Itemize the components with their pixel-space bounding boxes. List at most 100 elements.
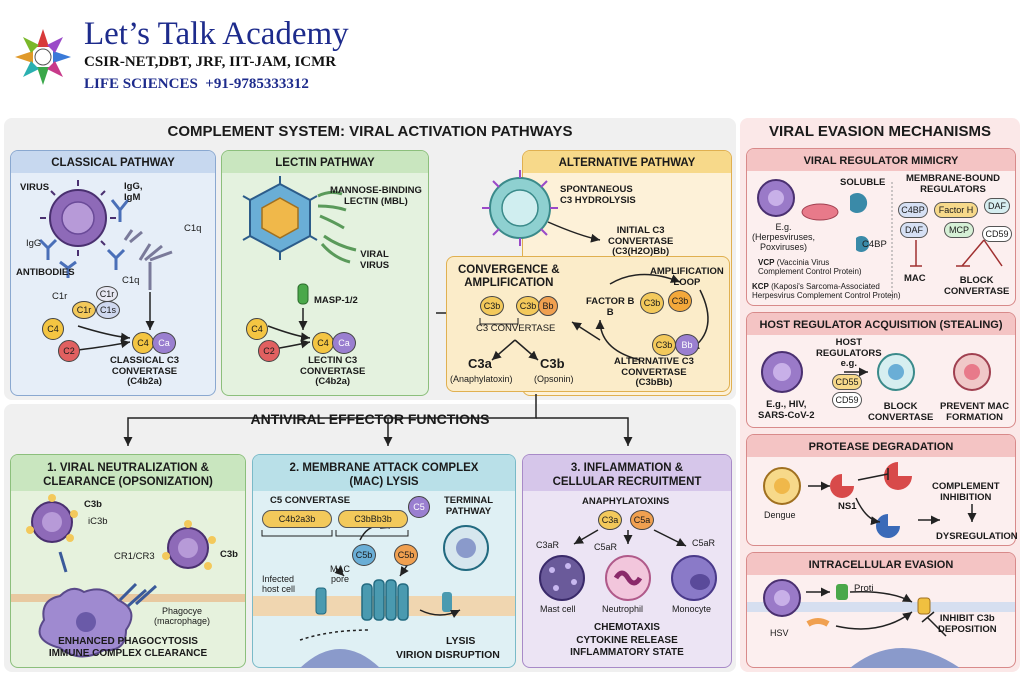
c4bp-label: C4BP <box>862 239 887 250</box>
igg-igm-label: IgG, IgM <box>124 181 143 203</box>
neutrophil-label: Neutrophil <box>602 604 644 614</box>
main-title: COMPLEMENT SYSTEM: VIRAL ACTIVATION PATH… <box>167 123 573 140</box>
inflammation-footer: CHEMOTAXIS CYTOKINE RELEASE INFLAMMATORY… <box>570 622 684 658</box>
neutrophil-icon <box>605 555 651 601</box>
initial-conv-label: INITIAL C3 CONVERTASE (C3(H2O)Bb) <box>608 225 674 257</box>
c4-chip: C4 <box>42 318 64 340</box>
conv-bb-chip: Bb <box>538 296 558 316</box>
terminal-virus-icon <box>443 525 489 571</box>
vcp-text: VCP (Vaccinia Virus Complement Control P… <box>758 258 862 276</box>
mac-label: MAC <box>904 273 926 284</box>
c3b-label-right: C3b <box>220 549 238 560</box>
c3b-sub: (Opsonin) <box>534 374 574 384</box>
c1q-label: C1q <box>184 223 202 234</box>
mast-cell-icon <box>539 555 585 601</box>
spont-label: SPONTANEOUS C3 HYDROLYSIS <box>560 184 636 206</box>
host-reg-label: HOST REGULATORS e.g. <box>816 337 882 369</box>
hiv-label: E.g., HIV, SARS-CoV-2 <box>758 399 815 421</box>
virus-icon <box>40 180 116 256</box>
virus-with-regulators-icon <box>877 353 915 391</box>
c2a-chip: Ca <box>152 332 176 354</box>
c1r-chip: C1r <box>96 286 118 302</box>
prevent-label: PREVENT MAC FORMATION <box>940 401 1010 423</box>
mac-pore-icon <box>361 579 409 621</box>
c3a-sub: (Anaphylatoxin) <box>450 374 513 384</box>
convergence-title: CONVERGENCE & AMPLIFICATION <box>458 264 560 289</box>
virus-icon-2 <box>26 494 78 543</box>
neutralization-footer: ENHANCED PHAGOCYTOSIS IMMUNE COMPLEX CLE… <box>48 636 208 659</box>
protease-red-icon <box>884 462 912 490</box>
classical-header <box>11 151 215 173</box>
c5b-chip: C5b <box>352 544 376 566</box>
alt-c3b-chip-2: C3b <box>668 290 692 312</box>
c1q-label-2: C1q <box>122 275 140 286</box>
intracellular-title: INTRACELLULAR EVASION <box>808 559 954 571</box>
kcp-desc: (Kaposi's Sarcoma-Associated Herpesvirus… <box>752 282 901 300</box>
block-label: BLOCK CONVERTASE <box>944 275 1010 297</box>
intracellular-header <box>747 553 1015 575</box>
membrane-label: MEMBRANE-BOUND REGULATORS <box>906 173 1000 195</box>
c5a-chip: C5a <box>630 510 654 530</box>
c4bp-chip: C4BP <box>898 202 928 218</box>
acquisition-header <box>747 313 1015 335</box>
virus-icon-3 <box>162 520 216 570</box>
kcp-abbr: KCP <box>752 282 769 291</box>
conv-c3b-chip-2: C3b <box>516 296 540 316</box>
alt-bb-chip: Bb <box>675 334 699 356</box>
lectin-c2-chip: C2 <box>258 340 280 362</box>
terminal-label: TERMINAL PATHWAY <box>444 495 494 517</box>
cr-label: CR1/CR3 <box>114 551 155 562</box>
c1r-chip-2: C1r <box>72 301 96 319</box>
alt-convertase: ALTERNATIVE C3 CONVERTASE (C3bBb) <box>614 356 694 388</box>
masp-icon <box>297 283 309 305</box>
antibodies-label: ANTIBODIES <box>16 267 75 278</box>
mcp-chip: MCP <box>944 222 974 238</box>
cd59-chip: CD59 <box>982 226 1012 242</box>
lysis-label: LYSIS <box>446 635 476 647</box>
c3-convertase-label: C3 CONVERTASE <box>476 323 556 334</box>
protease-title: PROTEASE DEGRADATION <box>808 441 954 453</box>
c3b-label-left: C3b <box>84 499 102 510</box>
ic3b-label: iC3b <box>88 516 108 527</box>
inhibit-c3b-label: INHIBIT C3b DEPOSITION <box>938 613 997 635</box>
evasion-title: VIRAL EVASION MECHANISMS <box>769 123 991 140</box>
alt-virus-icon <box>482 170 558 246</box>
c5-conv-label: C5 CONVERTASE <box>270 495 351 506</box>
c3a-label: C3a <box>468 356 492 371</box>
mac-title: 2. MEMBRANE ATTACK COMPLEX (MAC) LYSIS <box>289 462 479 488</box>
logo-flower-icon <box>15 29 71 85</box>
c3a-chip: C3a <box>598 510 622 530</box>
mac-pore-label: MAC pore <box>330 564 350 584</box>
phagocyte-label: Phagocye (macrophage) <box>154 606 211 626</box>
icosahedral-virus-icon <box>242 176 318 260</box>
ns1-icon <box>830 474 854 498</box>
virus-shield-icon <box>953 353 991 391</box>
hsv-virus-icon <box>763 579 801 617</box>
soluble-label: SOLUBLE <box>840 177 886 188</box>
inflammation-title: 3. INFLAMMATION & CELLULAR RECRUITMENT <box>552 462 702 488</box>
c4b2a3b-chip: C4b2a3b <box>262 510 332 528</box>
mac-header <box>253 455 515 491</box>
lectin-panel <box>221 150 429 396</box>
monocyte-icon <box>671 555 717 601</box>
cd59-chip-2: CD59 <box>832 392 862 408</box>
c1q-icon <box>123 229 173 290</box>
protease-blue-icon <box>876 514 900 538</box>
neutralization-title: 1. VIRAL NEUTRALIZATION & CLEARANCE (OPS… <box>43 462 213 488</box>
virus-label: VIRUS <box>20 182 50 193</box>
virion-label: VIRION DISRUPTION <box>396 649 500 661</box>
brand-line-2: LIFE SCIENCES +91-9785333312 <box>84 76 309 92</box>
infected-label: Infected host cell <box>262 574 296 594</box>
brand-title: Let’s Talk Academy <box>84 16 349 52</box>
factor-h-chip: Factor H <box>934 202 978 218</box>
factor-b-label: FACTOR B B <box>586 296 635 318</box>
c3ar-label: C3aR <box>536 540 560 550</box>
lectin-header <box>222 151 428 173</box>
